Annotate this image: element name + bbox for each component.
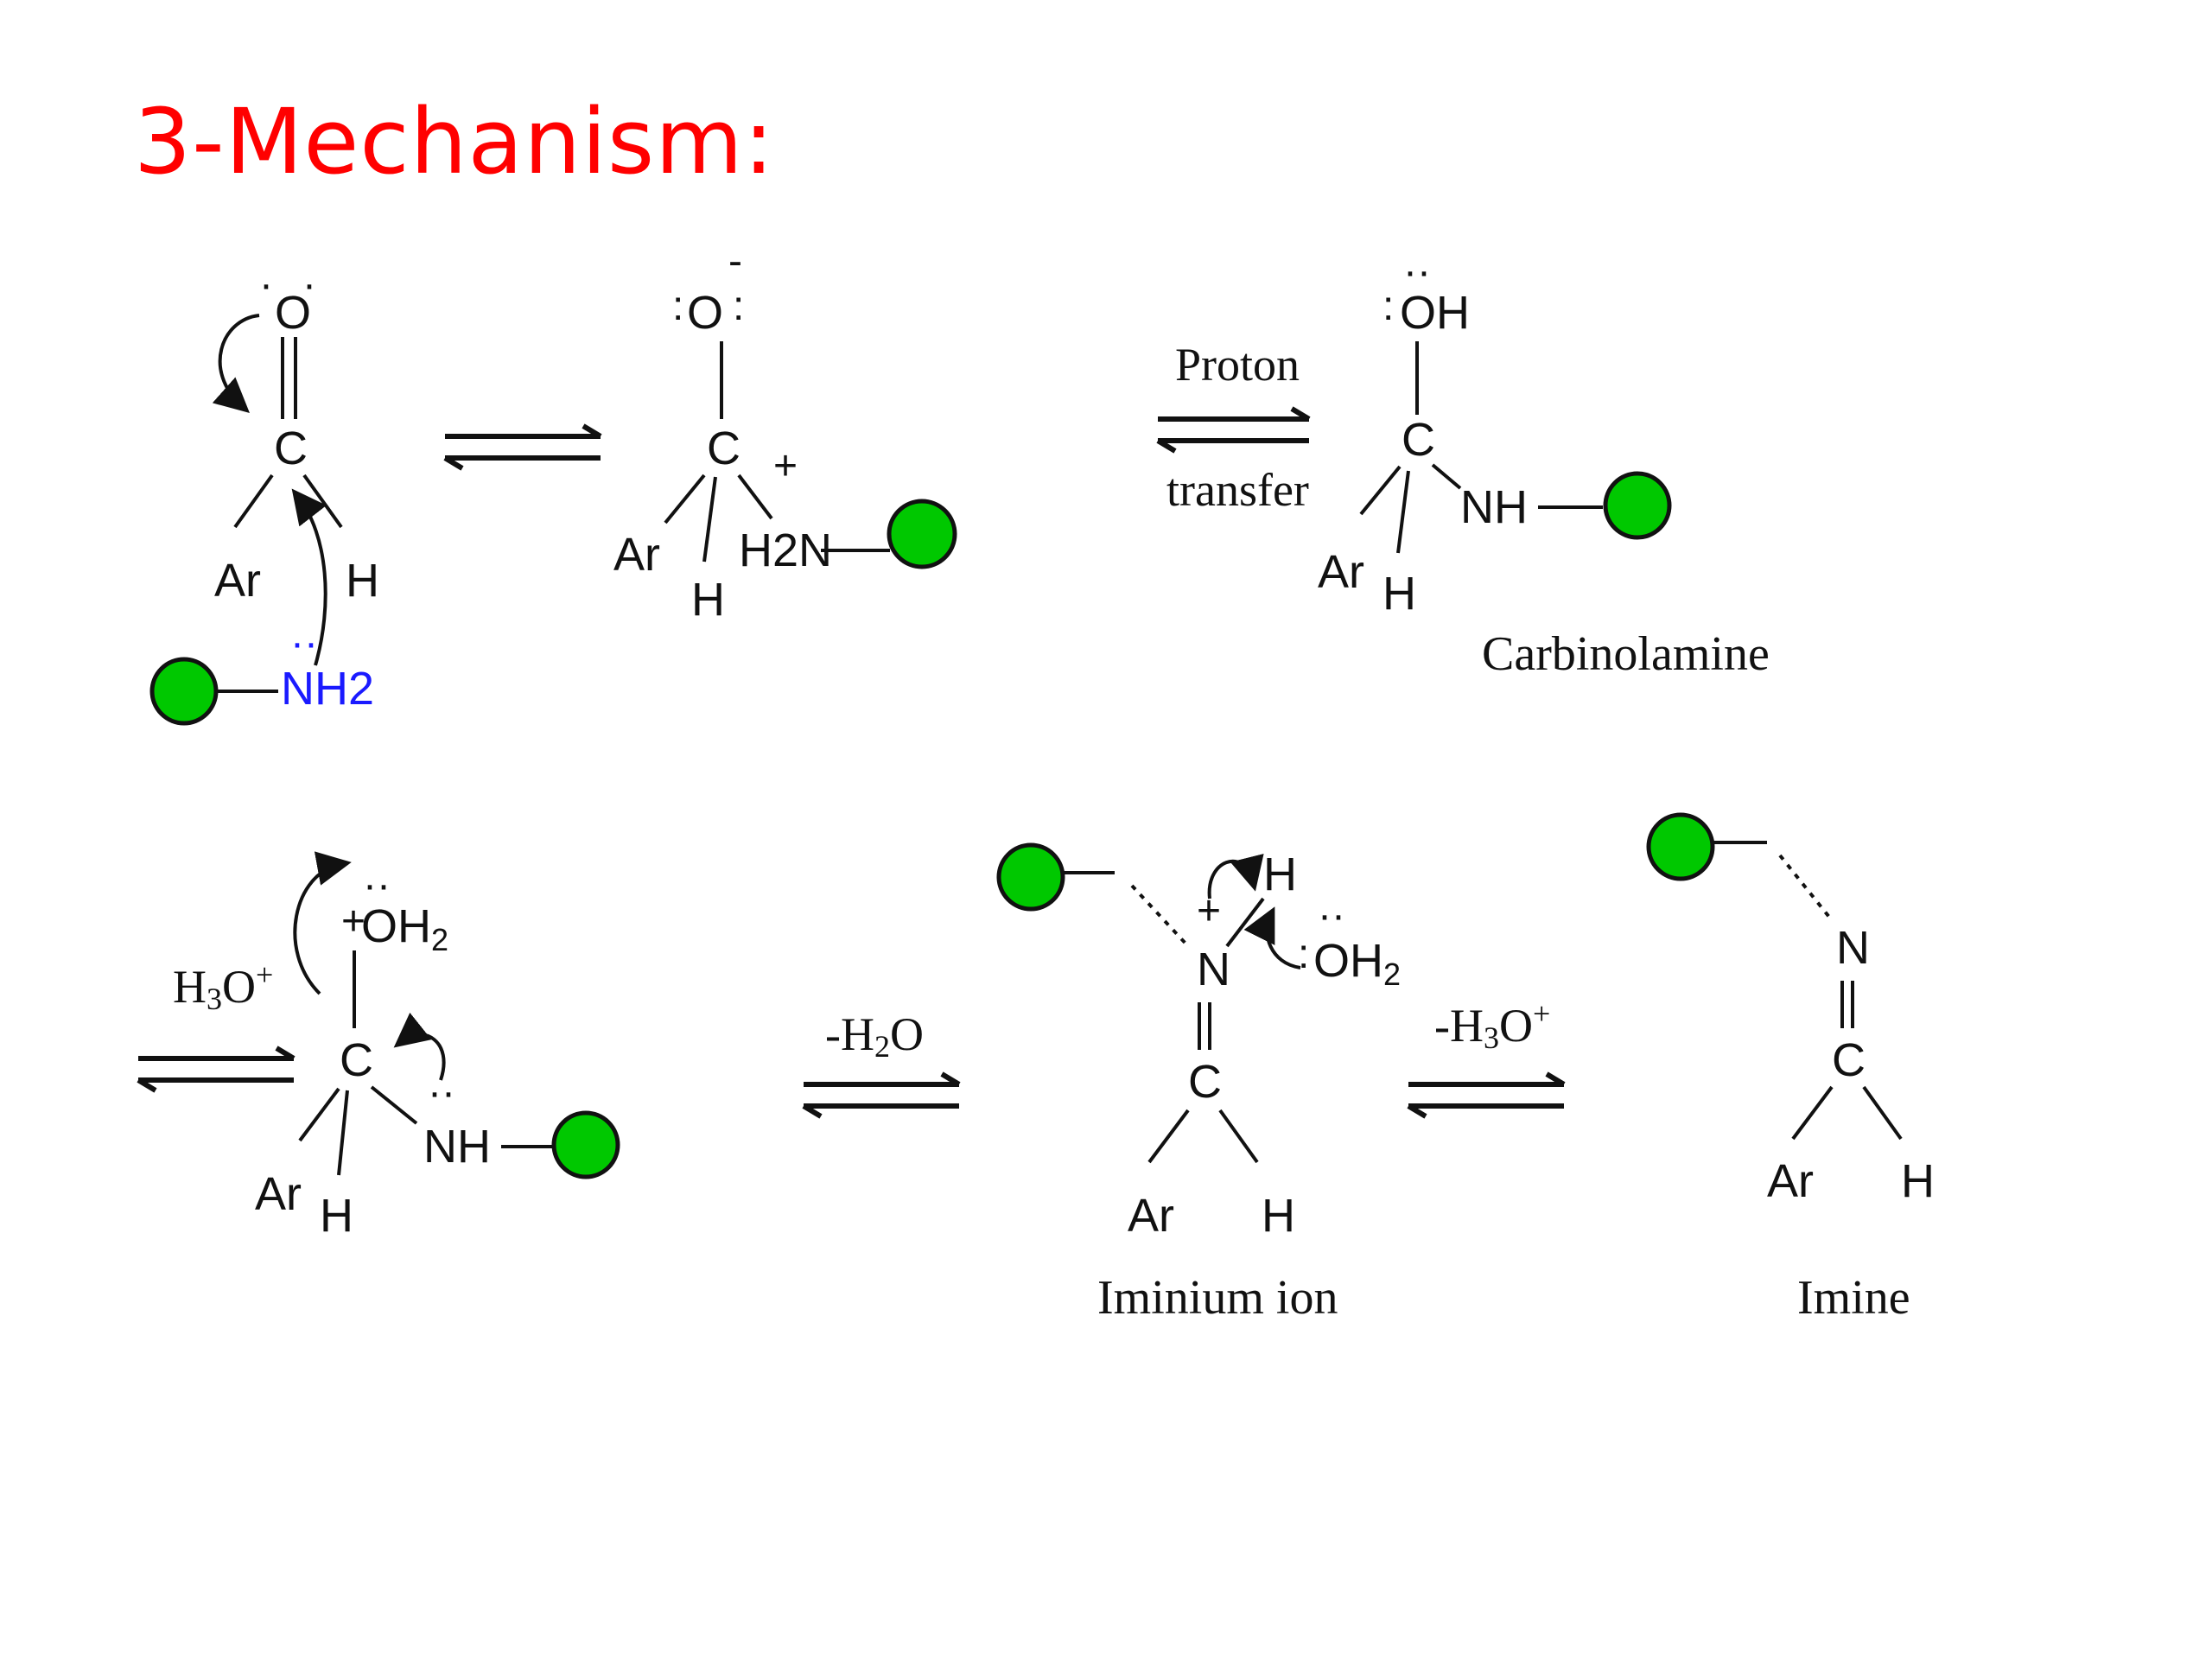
oxygen-lone-pair: : <box>672 283 683 329</box>
solid-support-bead <box>551 1110 620 1179</box>
solid-support-bead <box>887 499 957 569</box>
carbon-atom: C <box>340 1034 373 1086</box>
curly-arrow-water <box>1243 906 1301 969</box>
carbinolamine-structure: : ·· OH C Ar H NH Carbinolamine <box>1318 249 1770 681</box>
nitrogen-atom: N <box>1836 922 1870 974</box>
bond-c-ar <box>298 1087 340 1142</box>
hydroxyl-oh: OH <box>1400 287 1470 339</box>
oxygen-atom: O <box>275 287 311 339</box>
zwitterion-intermediate: O : : - C Ar H + H2N <box>613 238 957 626</box>
condition-transfer: transfer <box>1166 464 1309 516</box>
amine-nh2: NH2 <box>281 663 374 715</box>
aryl-group: Ar <box>613 529 660 581</box>
hydrogen-atom: H <box>1901 1155 1935 1207</box>
curly-arrow-leaving-group <box>293 851 352 995</box>
bond-c-ar <box>1791 1085 1834 1141</box>
bond-linker-n <box>1778 854 1834 922</box>
bond-c-ar <box>664 474 706 524</box>
curly-arrow-nitrogen <box>393 1012 446 1081</box>
bond-c-n <box>737 474 773 520</box>
amine-nh: NH <box>423 1121 491 1173</box>
bond-c-ar <box>233 474 274 529</box>
bond-c-h <box>1862 1085 1903 1141</box>
aryl-group: Ar <box>255 1168 302 1220</box>
bond-c-h <box>702 476 717 563</box>
bond-c-n <box>370 1085 418 1125</box>
aryl-group: Ar <box>1318 546 1364 598</box>
ammonium-h2n: H2N <box>739 524 832 576</box>
oxygen-lone-pair: · <box>302 262 316 308</box>
bond-linker-n <box>1130 884 1190 948</box>
condition-h3o: H3O+ <box>173 957 273 1016</box>
hydrogen-atom: H <box>691 574 725 626</box>
oxygen-lone-pair: · <box>259 262 273 308</box>
oxygen-lone-pair: : <box>1382 283 1394 329</box>
hydrogen-atom: H <box>1263 849 1297 900</box>
nitrogen-atom: N <box>1197 944 1230 995</box>
equilibrium-arrow-1 <box>443 423 602 471</box>
oxygen-lone-pair: ·· <box>363 862 391 908</box>
deprotonation-arrow: -H3O+ <box>1407 996 1566 1119</box>
carbon-atom: C <box>1832 1034 1866 1086</box>
aryl-group: Ar <box>214 555 261 607</box>
bond-c-h <box>337 1090 349 1176</box>
alkoxide-oxygen: O <box>687 287 723 339</box>
bond-c-h <box>1396 470 1410 554</box>
label-carbinolamine: Carbinolamine <box>1482 627 1770 681</box>
curly-arrow-nucleophile <box>291 488 327 666</box>
carbon-atom: C <box>1188 1056 1222 1108</box>
hydrogen-atom: H <box>1262 1190 1295 1242</box>
iminium-ion-structure: + N H : ·· OH2 C Ar H Iminium ion <box>996 842 1401 1325</box>
primary-amine: NH2 ·· <box>149 620 374 726</box>
bond-n-h <box>1225 897 1265 948</box>
label-imine: Imine <box>1797 1271 1910 1325</box>
water-lone-pair: ·· <box>1318 893 1345 938</box>
solid-support-bead <box>149 657 219 726</box>
bond-c-ar <box>1147 1109 1190 1164</box>
carbon-atom: C <box>274 423 308 474</box>
negative-charge: - <box>728 238 742 284</box>
carbon-atom: C <box>1402 414 1435 466</box>
solid-support-bead <box>1646 812 1715 881</box>
curly-arrow-pi-bond <box>212 314 260 413</box>
slide-title: 3-Mechanism: <box>134 89 775 194</box>
condition-proton: Proton <box>1175 339 1300 391</box>
amine-lone-pair: ·· <box>290 620 318 666</box>
hydrogen-atom: H <box>1382 568 1416 620</box>
nitrogen-lone-pair: ·· <box>428 1070 455 1116</box>
solid-support-bead <box>1603 471 1672 540</box>
dehydration-arrow: -H2O <box>802 1008 961 1119</box>
bond-c-n <box>1431 463 1462 490</box>
aldehyde-structure: · O · C Ar H <box>212 262 379 666</box>
acid-catalysis-arrow: H3O+ <box>137 957 296 1093</box>
condition-minus-h3o: -H3O+ <box>1434 996 1550 1055</box>
oxygen-lone-pair: ·· <box>1403 249 1431 295</box>
bond-c-h <box>1218 1109 1259 1164</box>
oxonium-positive: + <box>341 899 365 944</box>
aryl-group: Ar <box>1767 1155 1814 1207</box>
condition-minus-h2o: -H2O <box>825 1008 924 1064</box>
water-oh2: OH2 <box>1313 935 1401 992</box>
aryl-group: Ar <box>1128 1190 1174 1242</box>
oxygen-lone-pair: : <box>733 283 744 329</box>
amine-nh: NH <box>1460 481 1528 533</box>
curly-arrow-deprotonation <box>1207 853 1264 899</box>
label-iminium: Iminium ion <box>1097 1271 1338 1325</box>
carbon-atom: C <box>707 423 741 474</box>
proton-transfer-arrow: Proton transfer <box>1156 339 1311 516</box>
hydrogen-atom: H <box>346 555 379 607</box>
oxonium-oh2: OH2 <box>361 900 448 957</box>
protonated-carbinolamine: + ·· OH2 C Ar H ·· NH <box>255 851 620 1242</box>
bond-c-ar <box>1359 465 1402 516</box>
positive-charge: + <box>773 443 798 489</box>
water-lone-pair: : <box>1298 931 1309 977</box>
solid-support-bead <box>996 842 1065 912</box>
hydrogen-atom: H <box>320 1190 353 1242</box>
imine-structure: N C Ar H Imine <box>1646 812 1935 1325</box>
